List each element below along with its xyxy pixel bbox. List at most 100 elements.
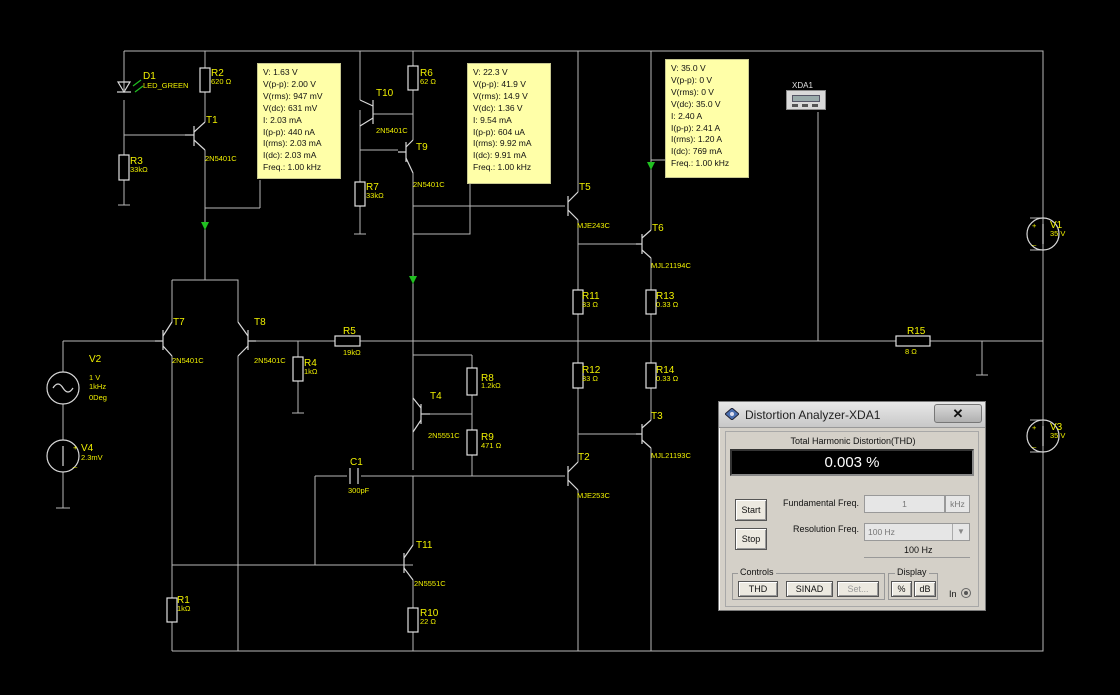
thd-section-title: Total Harmonic Distortion(THD) xyxy=(790,436,916,446)
svg-text:+: + xyxy=(1032,423,1037,432)
value-t4: 2N5551C xyxy=(428,431,460,440)
value-t3: MJL21193C xyxy=(651,451,691,460)
controls-label: Controls xyxy=(738,567,776,577)
display-label: Display xyxy=(895,567,929,577)
analyzer-title: Distortion Analyzer-XDA1 xyxy=(745,408,881,422)
db-button[interactable]: dB xyxy=(914,581,936,597)
wires xyxy=(56,50,1044,652)
probe-2[interactable]: V: 22.3 V V(p-p): 41.9 V V(rms): 14.9 V … xyxy=(467,63,551,184)
label-v2: V2 xyxy=(89,354,102,365)
label-r7: R7 xyxy=(366,182,379,193)
value-t2: MJE253C xyxy=(577,491,611,500)
value-v1: 35 V xyxy=(1050,229,1065,238)
resistors xyxy=(118,65,931,633)
probe-markers xyxy=(201,162,655,284)
label-r3: R3 xyxy=(130,156,143,167)
label-r11: R11 xyxy=(582,291,600,302)
value-r9: 471 Ω xyxy=(481,441,502,450)
label-t4: T4 xyxy=(430,391,442,402)
label-r5: R5 xyxy=(343,326,356,337)
resolution-freq-select[interactable]: 100 Hz ▼ xyxy=(864,523,970,541)
svg-text:_: _ xyxy=(1031,237,1037,246)
value-c1: 300pF xyxy=(348,486,370,495)
label-v3: V3 xyxy=(1050,422,1063,433)
label-t1: T1 xyxy=(206,115,218,126)
distortion-analyzer-window: Distortion Analyzer-XDA1 ✕ Total Harmoni… xyxy=(718,401,986,611)
label-t3: T3 xyxy=(651,411,663,422)
label-v1: V1 xyxy=(1050,220,1063,231)
stop-button[interactable]: Stop xyxy=(735,528,767,550)
label-t9: T9 xyxy=(416,142,428,153)
value-r7: 33kΩ xyxy=(366,191,384,200)
thd-readout: 0.003 % xyxy=(730,449,974,476)
fundamental-freq-label: Fundamental Freq. xyxy=(783,498,860,508)
led-d1 xyxy=(116,79,144,94)
controls-group: Controls THD SINAD Set... xyxy=(732,567,885,600)
value-r6: 62 Ω xyxy=(420,77,436,86)
label-t5: T5 xyxy=(579,182,591,193)
sinad-button[interactable]: SINAD xyxy=(786,581,833,597)
xda1-instrument-icon[interactable]: XDA1 xyxy=(786,81,826,112)
set-button[interactable]: Set... xyxy=(837,581,879,597)
value-r13: 0.33 Ω xyxy=(656,300,679,309)
close-icon: ✕ xyxy=(952,406,964,421)
svg-text:+: + xyxy=(1032,221,1037,230)
label-t7: T7 xyxy=(173,317,185,328)
label-r4: R4 xyxy=(304,358,317,369)
xda1-label: XDA1 xyxy=(792,81,813,90)
label-t8: T8 xyxy=(254,317,266,328)
label-r9: R9 xyxy=(481,432,494,443)
display-group: Display % dB xyxy=(888,567,938,600)
value-r2: 620 Ω xyxy=(211,77,232,86)
start-button[interactable]: Start xyxy=(735,499,767,521)
chevron-down-icon: ▼ xyxy=(952,524,969,540)
thd-button[interactable]: THD xyxy=(738,581,778,597)
label-v4: V4 xyxy=(81,443,94,454)
label-t2: T2 xyxy=(578,452,590,463)
label-r15: R15 xyxy=(907,326,926,337)
sources xyxy=(46,217,1060,473)
close-button[interactable]: ✕ xyxy=(934,404,982,423)
svg-text:0Deg: 0Deg xyxy=(89,393,107,402)
fundamental-freq-input[interactable]: 1 xyxy=(864,495,945,513)
value-r4: 1kΩ xyxy=(304,367,318,376)
analyzer-app-icon xyxy=(725,408,739,420)
label-t6: T6 xyxy=(652,223,664,234)
resolution-freq-label: Resolution Freq. xyxy=(793,524,860,534)
label-r8: R8 xyxy=(481,373,494,384)
label-r12: R12 xyxy=(582,365,601,376)
label-r13: R13 xyxy=(656,291,675,302)
resolution-freq-display: 100 Hz xyxy=(904,545,933,555)
value-t10: 2N5401C xyxy=(376,126,408,135)
source-polarity: +_ +_ +_ xyxy=(72,221,1037,468)
label-r10: R10 xyxy=(420,608,439,619)
label-r2: R2 xyxy=(211,68,224,79)
value-t9: 2N5401C xyxy=(413,180,445,189)
label-d1: D1 xyxy=(143,71,156,82)
label-c1: C1 xyxy=(350,457,363,468)
label-r1: R1 xyxy=(177,595,190,606)
value-r11: 33 Ω xyxy=(582,300,598,309)
label-r6: R6 xyxy=(420,68,433,79)
svg-text:1kHz: 1kHz xyxy=(89,382,106,391)
capacitor-c1 xyxy=(349,468,359,484)
percent-button[interactable]: % xyxy=(891,581,912,597)
label-r14: R14 xyxy=(656,365,675,376)
input-terminal-icon[interactable] xyxy=(961,588,971,598)
analyzer-title-bar[interactable]: Distortion Analyzer-XDA1 ✕ xyxy=(719,402,985,428)
probe-1[interactable]: V: 1.63 V V(p-p): 2.00 V V(rms): 947 mV … xyxy=(257,63,341,179)
probe-3[interactable]: V: 35.0 V V(p-p): 0 V V(rms): 0 V V(dc):… xyxy=(665,59,749,178)
value-t8: 2N5401C xyxy=(254,356,286,365)
value-t1: 2N5401C xyxy=(205,154,237,163)
value-r15: 8 Ω xyxy=(905,347,917,356)
label-t10: T10 xyxy=(376,88,394,99)
fundamental-freq-unit[interactable]: kHz xyxy=(945,495,970,513)
value-v4: 2.3mV xyxy=(81,453,103,462)
svg-text:_: _ xyxy=(72,459,78,468)
value-r5: 19kΩ xyxy=(343,348,361,357)
svg-text:+: + xyxy=(73,443,78,452)
value-t11: 2N5551C xyxy=(414,579,446,588)
value-r14: 0.33 Ω xyxy=(656,374,679,383)
value-t6: MJL21194C xyxy=(651,261,691,270)
